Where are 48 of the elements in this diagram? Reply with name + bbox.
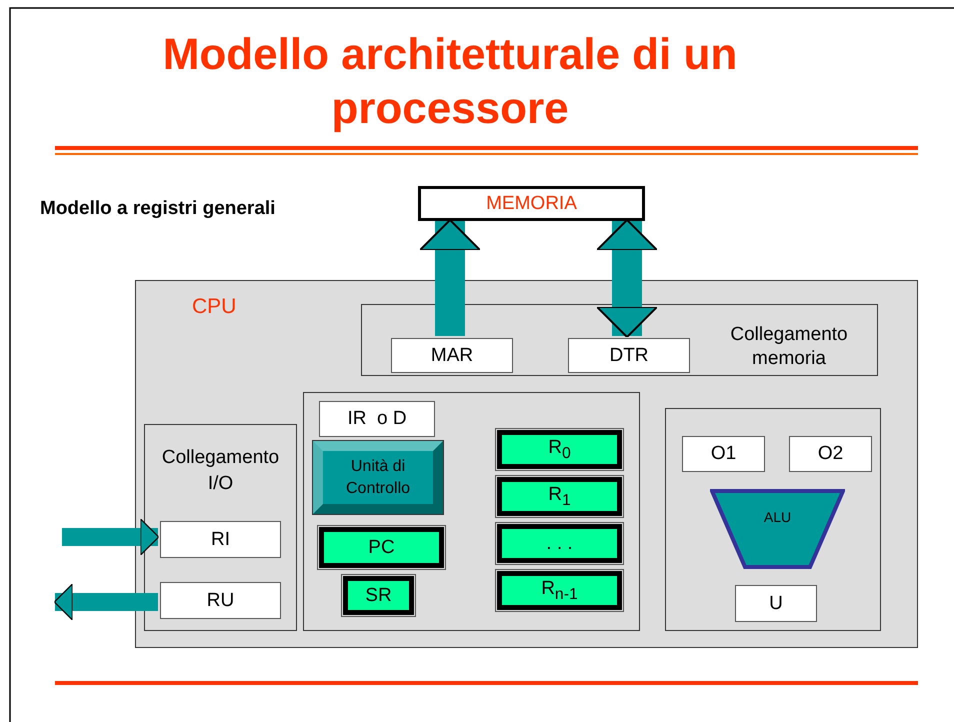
register-box (319, 401, 435, 437)
node-label: IR o D (346, 408, 408, 430)
node-label: Unità di Controllo (344, 456, 412, 498)
register-box (319, 527, 444, 568)
register-box (735, 585, 817, 622)
node-label: Collegamento I/O (160, 446, 280, 496)
node-label: . . . (545, 532, 574, 554)
slide-title: Modello architetturale di un processore (162, 29, 738, 135)
container-label: CPU (192, 295, 236, 319)
block-arrow (54, 583, 158, 621)
control-unit-block (313, 441, 443, 514)
block-arrow (62, 518, 160, 556)
node-label: RI (210, 528, 231, 550)
register-box (682, 436, 765, 472)
cpu-container (135, 280, 918, 648)
node-label: PC (367, 536, 396, 558)
register-box (343, 576, 414, 615)
register-box (568, 338, 690, 373)
node-label: MAR (430, 344, 474, 366)
node-label: SR (364, 584, 393, 606)
unit-panel (665, 408, 881, 631)
register-box (497, 477, 622, 516)
unit-panel (361, 304, 878, 376)
node-label: RU (206, 590, 236, 612)
node-label: O2 (816, 443, 844, 465)
register-box (497, 430, 622, 469)
register-box (497, 524, 622, 563)
register-box (160, 521, 281, 558)
node-label: R$_{1}$ (547, 484, 572, 510)
node-label: U (768, 592, 784, 614)
block-arrow (596, 219, 658, 338)
node-label: R$_{0}$ (547, 436, 572, 462)
register-box (391, 338, 513, 373)
node-label: DTR (608, 344, 650, 366)
unit-panel (303, 392, 640, 631)
memory-box (418, 186, 645, 221)
unit-panel (144, 424, 297, 631)
subtitle: Modello a registri generali (40, 198, 276, 220)
register-box (497, 571, 622, 610)
block-arrow (419, 219, 481, 336)
register-box (789, 436, 872, 472)
node-label: Collegamento memoria (729, 323, 849, 371)
node-label: MEMORIA (485, 192, 578, 214)
node-label: R$_{n-1}$ (540, 578, 579, 604)
alu-trapezoid (710, 489, 845, 569)
node-label: O1 (710, 443, 738, 465)
register-box (160, 582, 281, 619)
node-label: ALU (762, 509, 792, 525)
